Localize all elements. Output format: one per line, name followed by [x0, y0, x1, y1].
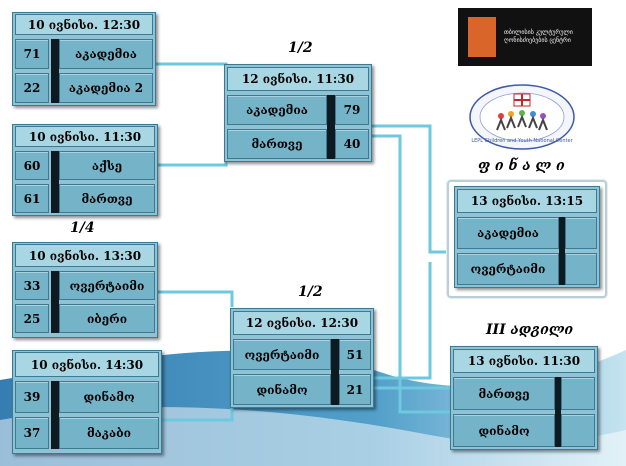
team-score	[561, 377, 595, 410]
team-score: 61	[15, 184, 49, 213]
divider-bar	[331, 339, 339, 405]
team-name: აკადემია	[457, 217, 559, 249]
badge-text: LEPL Children and Youth National Center	[471, 138, 573, 144]
team-score	[565, 217, 597, 249]
team-name: მართვე	[227, 129, 327, 159]
team-score: 51	[339, 339, 371, 370]
team-score: 60	[15, 151, 49, 180]
match-date: 10 ივნისი. 13:30	[15, 244, 155, 267]
team-name: დინამო	[59, 381, 159, 413]
divider-bar	[327, 95, 335, 159]
team-score: 37	[15, 417, 49, 449]
team-name: იბერი	[59, 304, 155, 333]
team-name: მაკაბი	[59, 417, 159, 449]
semifinal-match-1: 12 ივნისი. 11:30 აკადემია 79 მართვე 40	[224, 64, 372, 162]
team-name: აკადემია	[227, 95, 327, 125]
match-date: 13 ივნისი. 11:30	[453, 349, 595, 373]
team-name: აკადემია 2	[59, 73, 153, 103]
team-score	[561, 414, 595, 447]
match-date: 12 ივნისი. 12:30	[233, 311, 371, 335]
final-match: 13 ივნისი. 13:15 აკადემია ოვერტაიმი	[454, 186, 600, 288]
divider-bar	[555, 377, 561, 447]
match-date: 13 ივნისი. 13:15	[457, 189, 597, 213]
team-name: აკადემია	[59, 39, 153, 69]
match-date: 10 ივნისი. 12:30	[15, 14, 153, 35]
divider-bar	[51, 381, 59, 449]
team-name: ოვერტაიმი	[59, 271, 155, 300]
match-date: 12 ივნისი. 11:30	[227, 67, 369, 91]
team-score: 25	[15, 304, 49, 333]
match-date: 10 ივნისი. 14:30	[15, 352, 159, 377]
divider-bar	[51, 39, 59, 103]
team-name: აქსე	[59, 151, 155, 180]
team-score	[565, 253, 597, 285]
semifinal-title: 1/2	[298, 284, 323, 300]
team-score: 40	[335, 129, 369, 159]
team-name: ოვერტაიმი	[233, 339, 331, 370]
semifinal-title: 1/2	[288, 40, 313, 56]
team-score: 39	[15, 381, 49, 413]
divider-bar	[51, 151, 59, 213]
youth-center-badge: LEPL Children and Youth National Center	[469, 84, 575, 150]
team-score: 79	[335, 95, 369, 125]
final-title: ფ ი ნ ა ლ ი	[478, 158, 565, 174]
team-score: 71	[15, 39, 49, 69]
team-score: 22	[15, 73, 49, 103]
third-place-match: 13 ივნისი. 11:30 მართვე დინამო	[450, 346, 598, 450]
quarterfinal-match-1: 10 ივნისი. 12:30 71 აკადემია 22 აკადემია…	[12, 12, 156, 106]
logo-text: თბილისის კულტურული ღონისძიებების ცენტრი	[504, 29, 573, 44]
team-name: მართვე	[59, 184, 155, 213]
quarterfinal-match-2: 10 ივნისი. 11:30 60 აქსე 61 მართვე	[12, 124, 158, 216]
team-name: მართვე	[453, 377, 555, 410]
team-name: დინამო	[453, 414, 555, 447]
match-date: 10 ივნისი. 11:30	[15, 126, 155, 147]
team-score: 21	[339, 374, 371, 405]
quarterfinal-match-4: 10 ივნისი. 14:30 39 დინამო 37 მაკაბი	[12, 350, 162, 454]
logo-mark-icon	[468, 17, 496, 57]
quarterfinal-match-3: 10 ივნისი. 13:30 33 ოვერტაიმი 25 იბერი	[12, 242, 158, 338]
divider-bar	[559, 217, 565, 285]
team-name: ოვერტაიმი	[457, 253, 559, 285]
team-name: დინამო	[233, 374, 331, 405]
cultural-center-logo: თბილისის კულტურული ღონისძიებების ცენტრი	[458, 8, 592, 66]
divider-bar	[51, 271, 59, 333]
team-score: 33	[15, 271, 49, 300]
quarterfinal-title: 1/4	[70, 220, 95, 236]
third-place-title: III ადგილი	[486, 322, 574, 338]
semifinal-match-2: 12 ივნისი. 12:30 ოვერტაიმი 51 დინამო 21	[230, 308, 374, 408]
